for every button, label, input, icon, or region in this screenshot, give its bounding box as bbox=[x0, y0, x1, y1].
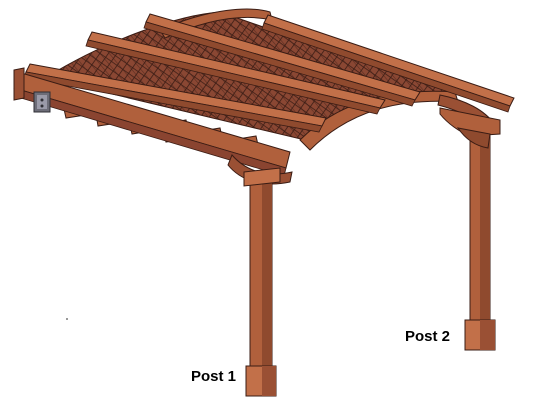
wall-bracket bbox=[33, 91, 51, 113]
post-2-corbel bbox=[439, 107, 501, 149]
post-1-label: Post 1 bbox=[191, 368, 237, 385]
top-rafters bbox=[23, 13, 515, 133]
front-beam bbox=[13, 67, 291, 177]
post-2 bbox=[464, 129, 496, 351]
stray-dot bbox=[66, 318, 68, 320]
post-2-label: Post 2 bbox=[405, 328, 451, 345]
post-1 bbox=[243, 167, 281, 397]
